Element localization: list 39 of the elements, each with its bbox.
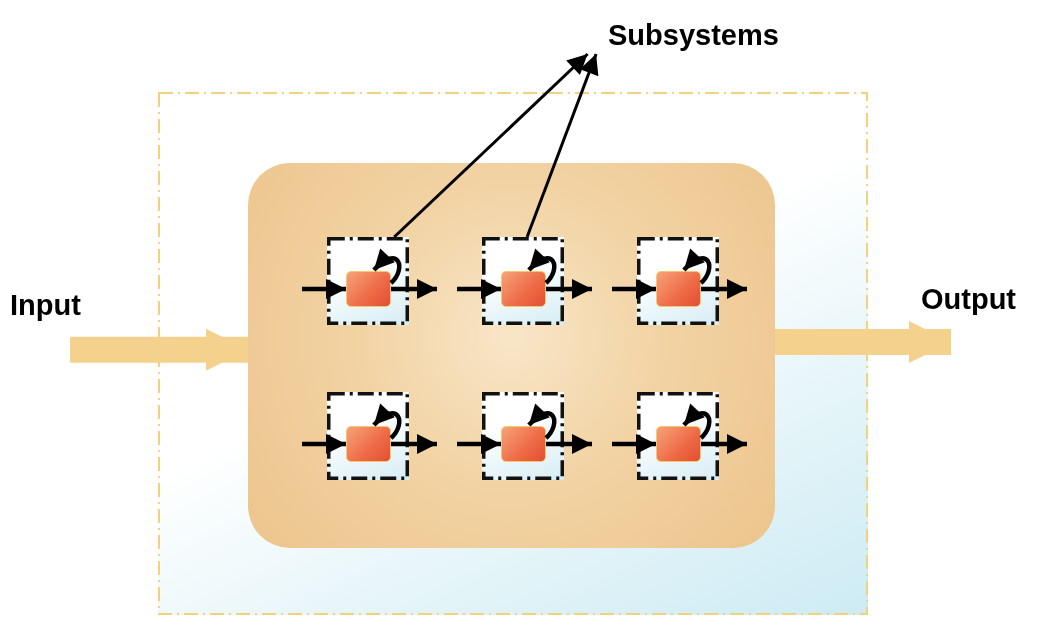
process-block xyxy=(501,426,546,462)
arrow xyxy=(612,434,656,454)
subsystem-box xyxy=(637,237,719,325)
arrow xyxy=(701,434,747,454)
process-block xyxy=(346,271,391,307)
arrow xyxy=(302,434,346,454)
system-block xyxy=(248,163,775,548)
arrow xyxy=(612,279,656,299)
arrow xyxy=(546,279,592,299)
edge-label: Output xyxy=(921,282,1016,316)
feedback-arrow xyxy=(527,403,557,440)
arrow xyxy=(302,279,346,299)
arrow xyxy=(457,434,501,454)
process-block xyxy=(346,426,391,462)
subsystem-box xyxy=(637,392,719,480)
leader-line xyxy=(393,52,589,239)
subsystem-box xyxy=(482,237,564,325)
subsystem-box xyxy=(482,392,564,480)
feedback-arrow xyxy=(682,403,712,440)
flow-arrow xyxy=(775,321,951,364)
edge-label: Input xyxy=(10,287,81,322)
feedback-arrow xyxy=(527,248,557,285)
subsystems-label: Subsystems xyxy=(608,18,779,52)
flow-arrow xyxy=(70,328,248,371)
arrow xyxy=(457,279,501,299)
process-block xyxy=(656,426,701,462)
arrow xyxy=(391,434,437,454)
feedback-arrow xyxy=(682,248,712,285)
arrow xyxy=(391,279,437,299)
arrow xyxy=(701,279,747,299)
subsystem-box xyxy=(327,392,409,480)
arrow xyxy=(546,434,592,454)
system-boundary xyxy=(158,92,868,615)
subsystem-box xyxy=(327,237,409,325)
feedback-arrow xyxy=(372,248,402,285)
process-block xyxy=(501,271,546,307)
leader-line xyxy=(525,53,599,238)
process-block xyxy=(656,271,701,307)
feedback-arrow xyxy=(372,403,402,440)
